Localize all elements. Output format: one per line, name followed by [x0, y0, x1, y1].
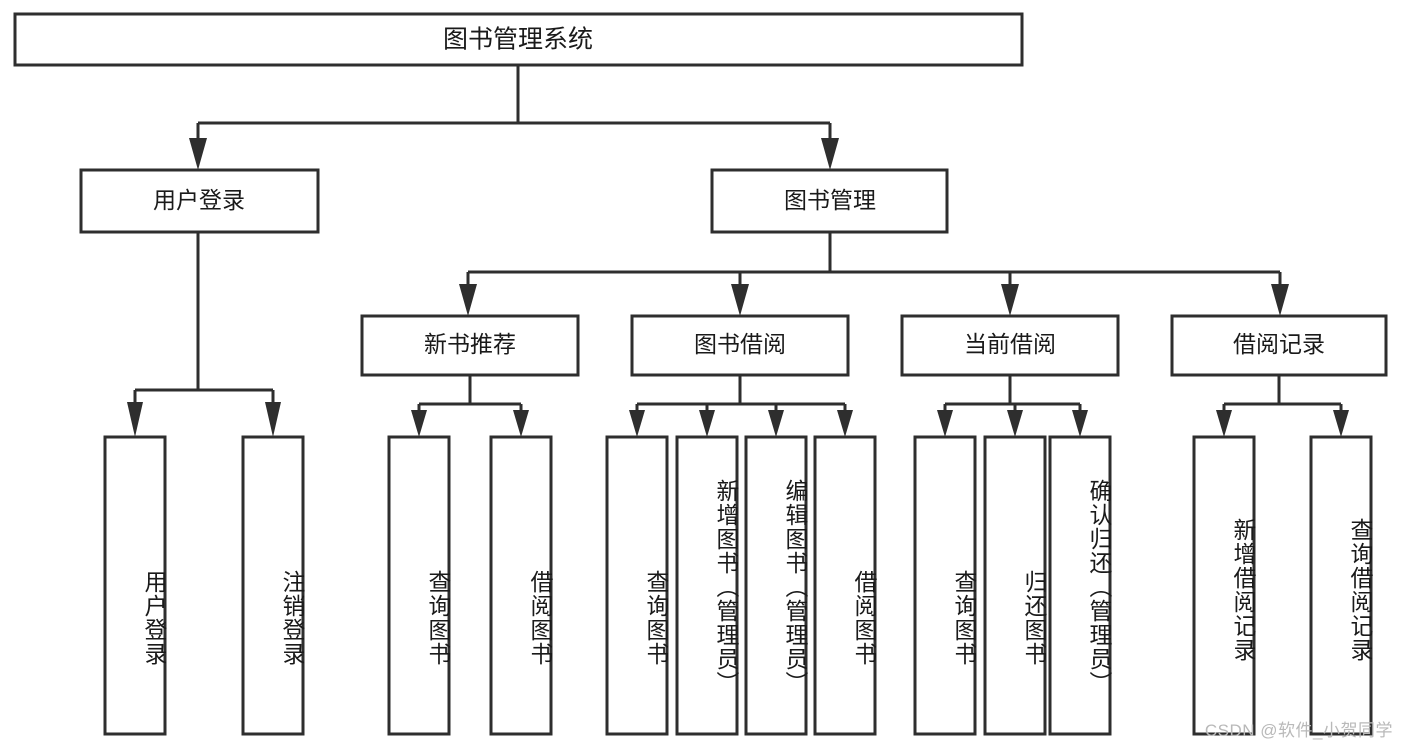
arrow-newbook-leaf-2 [513, 410, 529, 437]
connector-layer [127, 65, 1349, 437]
node-leaf-user-login[interactable] [103, 435, 167, 736]
node-borrow-record-label: 借阅记录 [1233, 331, 1325, 357]
node-leaf-add-borrow-record[interactable] [1192, 435, 1256, 736]
node-leaf-query-book-borrow[interactable] [605, 435, 669, 736]
node-leaf-borrow-book-recommend[interactable] [489, 435, 553, 736]
arrow-to-leaf-user-login [127, 402, 143, 437]
node-leaf-confirm-return-admin[interactable] [1048, 435, 1112, 736]
node-root-book-management-system[interactable] [13, 12, 1024, 67]
node-user-login-label: 用户登录 [153, 187, 245, 213]
arrow-to-current-borrow [1001, 284, 1019, 316]
arrow-borrowrecord-leaf-2 [1333, 410, 1349, 437]
arrow-to-leaf-logout [265, 402, 281, 437]
arrow-currentborrow-leaf-2 [1007, 410, 1023, 437]
node-root-label: 图书管理系统 [443, 26, 593, 54]
arrow-to-book-borrow [731, 284, 749, 316]
node-new-book-recommend-label: 新书推荐 [424, 331, 516, 357]
node-leaf-borrow-book[interactable] [813, 435, 877, 736]
node-leaf-return-book[interactable] [983, 435, 1047, 736]
arrow-currentborrow-leaf-1 [937, 410, 953, 437]
arrow-bookborrow-leaf-4 [837, 410, 853, 437]
arrow-to-borrow-record [1271, 284, 1289, 316]
arrow-root-to-user-login [189, 138, 207, 170]
node-leaf-query-book-recommend[interactable] [387, 435, 451, 736]
node-book-borrow-label: 图书借阅 [694, 331, 786, 357]
arrow-bookborrow-leaf-3 [768, 410, 784, 437]
node-current-borrow[interactable] [900, 314, 1120, 377]
arrow-bookborrow-leaf-1 [629, 410, 645, 437]
arrow-bookborrow-leaf-2 [699, 410, 715, 437]
node-leaf-query-book-current[interactable] [913, 435, 977, 736]
node-leaf-logout[interactable] [241, 435, 305, 736]
node-book-borrow[interactable] [630, 314, 850, 377]
arrow-newbook-leaf-1 [411, 410, 427, 437]
node-leaf-edit-book-admin[interactable] [744, 435, 808, 736]
node-user-login[interactable] [79, 168, 320, 234]
node-borrow-record[interactable] [1170, 314, 1388, 377]
arrow-currentborrow-leaf-3 [1072, 410, 1088, 437]
node-leaf-query-borrow-record[interactable] [1309, 435, 1373, 736]
node-book-management-label: 图书管理 [784, 187, 876, 213]
node-layer: 图书管理系统 用户登录 图书管理 新书推荐 图书借阅 当前借阅 借阅记录 [13, 12, 1388, 736]
node-leaf-add-book-admin[interactable] [675, 435, 739, 736]
node-book-management[interactable] [710, 168, 949, 234]
arrow-borrowrecord-leaf-1 [1216, 410, 1232, 437]
watermark-text: CSDN @软件_小贺同学 [1204, 721, 1393, 740]
arrow-root-to-book-mgmt [821, 138, 839, 170]
node-current-borrow-label: 当前借阅 [964, 331, 1056, 357]
node-new-book-recommend[interactable] [360, 314, 580, 377]
arrow-to-new-book-recommend [459, 284, 477, 316]
